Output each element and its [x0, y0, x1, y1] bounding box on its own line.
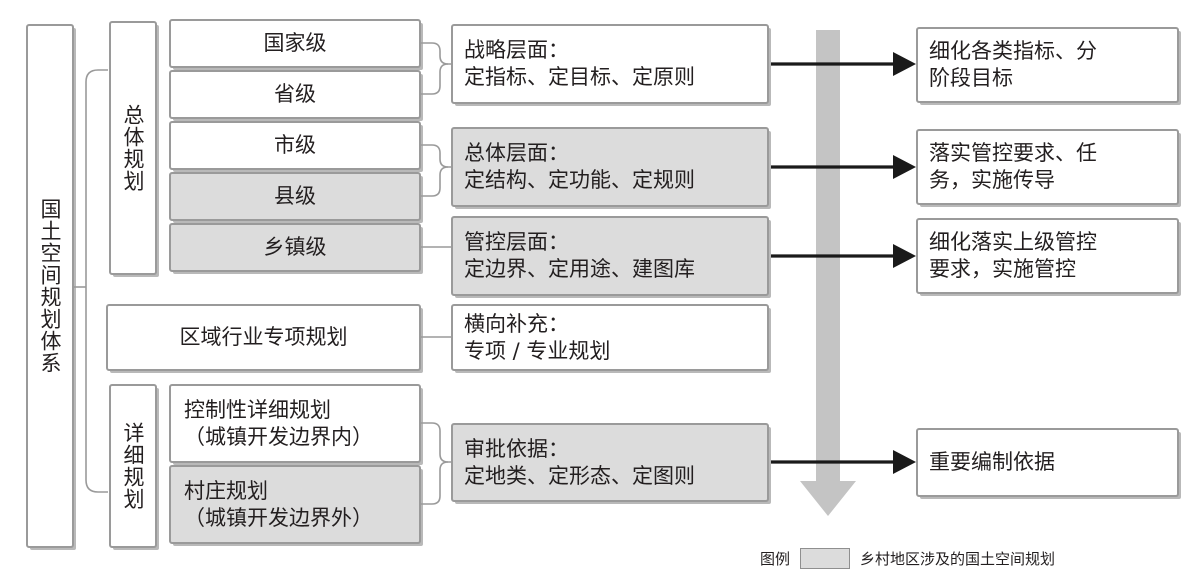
aspect-box-approval[interactable]: [451, 423, 771, 504]
special-plan-box[interactable]: [106, 304, 423, 373]
level-box-county[interactable]: [169, 172, 423, 223]
detail-box-regulatory-detailed[interactable]: [169, 384, 423, 465]
outcome-box-refine-upper-control[interactable]: [916, 218, 1181, 296]
legend-label: 图例: [760, 550, 791, 568]
level-box-township[interactable]: [169, 223, 423, 274]
connector-details-to-approval: [420, 422, 452, 505]
group-box-detailed[interactable]: [109, 384, 159, 550]
detail-box-village-plan[interactable]: [169, 465, 423, 546]
outcome-box-refine-indicators[interactable]: [916, 27, 1181, 105]
legend-swatch-icon: [800, 548, 851, 569]
outcome-box-implement-control[interactable]: [916, 129, 1181, 207]
root-node-box[interactable]: [26, 24, 76, 550]
flow-arrow-approval-to-outcome: [771, 450, 916, 474]
aspect-box-strategic[interactable]: [451, 24, 771, 106]
flow-arrow-control-to-outcome: [771, 244, 916, 268]
aspect-box-control-aspect[interactable]: [451, 216, 771, 298]
flow-arrow-strategic-to-outcome: [771, 52, 916, 76]
level-box-provincial[interactable]: [169, 70, 423, 121]
connector-levels-to-strategic: [420, 42, 452, 95]
level-box-national[interactable]: [169, 19, 423, 70]
legend: 图例 乡村地区涉及的国土空间规划: [760, 548, 1055, 569]
group-box-overall[interactable]: [109, 21, 159, 277]
outcome-box-important-basis[interactable]: [916, 428, 1181, 499]
flow-arrow-overall-to-outcome: [771, 155, 916, 179]
root-branch-connector: [73, 69, 108, 493]
aspect-box-horizontal[interactable]: [451, 304, 771, 373]
legend-description: 乡村地区涉及的国土空间规划: [860, 550, 1056, 568]
downward-flow-arrow: [800, 30, 856, 516]
level-box-municipal[interactable]: [169, 121, 423, 172]
aspect-box-overall-aspect[interactable]: [451, 127, 771, 209]
connector-levels-to-overall-aspect: [420, 144, 452, 197]
